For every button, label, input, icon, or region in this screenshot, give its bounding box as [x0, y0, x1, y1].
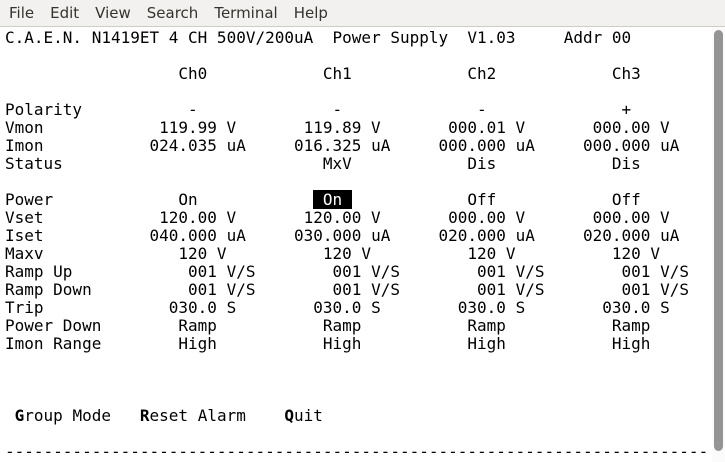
- title-product: Power Supply: [332, 28, 449, 47]
- cell-vmon-ch0: 119.99 V: [159, 118, 237, 137]
- title-vendor: C.A.E.N.: [5, 28, 83, 47]
- column-header-ch0: Ch0: [178, 64, 208, 83]
- row-label-imon_range: Imon Range: [5, 334, 102, 353]
- row-label-iset: Iset: [5, 226, 44, 245]
- menu-terminal[interactable]: Terminal: [214, 3, 278, 22]
- row-label-vmon: Vmon: [5, 118, 44, 137]
- dashed-divider: ----------------------------------------…: [5, 442, 709, 461]
- cell-imon-ch2: 000.000 uA: [438, 136, 535, 155]
- cell-trip-ch1: 030.0 S: [313, 298, 381, 317]
- cell-maxv-ch3: 120 V: [611, 244, 661, 263]
- cell-vmon-ch2: 000.01 V: [448, 118, 526, 137]
- menu-search[interactable]: Search: [146, 3, 199, 22]
- cell-vset-ch2: 000.00 V: [448, 208, 526, 227]
- cell-power-ch0: On: [178, 190, 198, 209]
- menu-bar: File Edit View Search Terminal Help: [0, 0, 725, 27]
- row-label-trip: Trip: [5, 298, 44, 317]
- row-label-status: Status: [5, 154, 63, 173]
- cell-iset-ch2: 020.000 uA: [438, 226, 535, 245]
- cell-polarity-ch1: -: [332, 100, 343, 119]
- command-quit: Quit: [284, 406, 323, 425]
- row-label-power: Power: [5, 190, 54, 209]
- cell-imon-ch0: 024.035 uA: [149, 136, 246, 155]
- cell-power_down-ch2: Ramp: [467, 316, 506, 335]
- cell-status-ch2: Dis: [467, 154, 497, 173]
- cell-ramp_down-ch1: 001 V/S: [332, 280, 400, 299]
- column-header-ch3: Ch3: [611, 64, 641, 83]
- row-label-imon: Imon: [5, 136, 44, 155]
- title-address: Addr 00: [563, 28, 632, 47]
- cell-ramp_down-ch3: 001 V/S: [621, 280, 689, 299]
- cell-polarity-ch0: -: [188, 100, 198, 119]
- row-label-vset: Vset: [5, 208, 44, 227]
- cell-polarity-ch3: +: [621, 100, 632, 119]
- column-header-ch1: Ch1: [322, 64, 352, 83]
- cell-power_down-ch1: Ramp: [322, 316, 362, 335]
- selected-power-cell: On: [313, 190, 352, 209]
- cell-imon-ch3: 000.000 uA: [583, 136, 680, 155]
- title-model: N1419ET 4 CH 500V/200uA: [91, 28, 314, 47]
- cell-ramp_up-ch0: 001 V/S: [188, 262, 256, 281]
- menu-edit[interactable]: Edit: [50, 3, 80, 22]
- cell-trip-ch2: 030.0 S: [457, 298, 526, 317]
- cell-imon_range-ch3: High: [611, 334, 651, 353]
- cell-trip-ch3: 030.0 S: [602, 298, 670, 317]
- row-label-ramp_down: Ramp Down: [5, 280, 92, 299]
- cell-ramp_down-ch2: 001 V/S: [477, 280, 545, 299]
- terminal-screen[interactable]: C.A.E.N. N1419ET 4 CH 500V/200uA Power S…: [0, 27, 725, 462]
- cell-vset-ch0: 120.00 V: [159, 208, 237, 227]
- scrollbar[interactable]: [712, 27, 725, 462]
- cell-vmon-ch3: 000.00 V: [592, 118, 670, 137]
- column-header-ch2: Ch2: [467, 64, 497, 83]
- cell-status-ch1: MxV: [322, 154, 352, 173]
- cell-power_down-ch0: Ramp: [178, 316, 217, 335]
- menu-view[interactable]: View: [95, 3, 131, 22]
- row-label-power_down: Power Down: [5, 316, 102, 335]
- menu-file[interactable]: File: [9, 3, 35, 22]
- cell-vset-ch3: 000.00 V: [592, 208, 670, 227]
- command-reset-alarm: Reset Alarm: [139, 406, 246, 425]
- cell-polarity-ch2: -: [477, 100, 487, 119]
- menu-help[interactable]: Help: [293, 3, 328, 22]
- cell-iset-ch1: 030.000 uA: [294, 226, 391, 245]
- row-label-polarity: Polarity: [5, 100, 83, 119]
- cell-ramp_down-ch0: 001 V/S: [188, 280, 256, 299]
- cell-vset-ch1: 120.00 V: [303, 208, 381, 227]
- cell-maxv-ch1: 120 V: [322, 244, 372, 263]
- cell-status-ch3: Dis: [611, 154, 641, 173]
- terminal-text-grid: C.A.E.N. N1419ET 4 CH 500V/200uA Power S…: [0, 27, 725, 461]
- cell-imon_range-ch0: High: [178, 334, 217, 353]
- cell-imon-ch1: 016.325 uA: [294, 136, 391, 155]
- cell-trip-ch0: 030.0 S: [168, 298, 237, 317]
- cell-imon_range-ch2: High: [467, 334, 506, 353]
- cell-ramp_up-ch2: 001 V/S: [477, 262, 545, 281]
- cell-ramp_up-ch3: 001 V/S: [621, 262, 689, 281]
- cell-vmon-ch1: 119.89 V: [303, 118, 381, 137]
- cell-iset-ch0: 040.000 uA: [149, 226, 246, 245]
- cell-power-ch2: Off: [467, 190, 497, 209]
- row-label-maxv: Maxv: [5, 244, 44, 263]
- cell-maxv-ch0: 120 V: [178, 244, 227, 263]
- row-label-ramp_up: Ramp Up: [5, 262, 73, 281]
- cell-iset-ch3: 020.000 uA: [583, 226, 680, 245]
- title-version: V1.03: [467, 28, 516, 47]
- cell-power-ch3: Off: [611, 190, 641, 209]
- scrollbar-thumb[interactable]: [714, 30, 723, 451]
- cell-power_down-ch3: Ramp: [611, 316, 651, 335]
- command-group-mode: Group Mode: [14, 406, 111, 425]
- cell-maxv-ch2: 120 V: [467, 244, 516, 263]
- cell-imon_range-ch1: High: [322, 334, 362, 353]
- cell-ramp_up-ch1: 001 V/S: [332, 262, 400, 281]
